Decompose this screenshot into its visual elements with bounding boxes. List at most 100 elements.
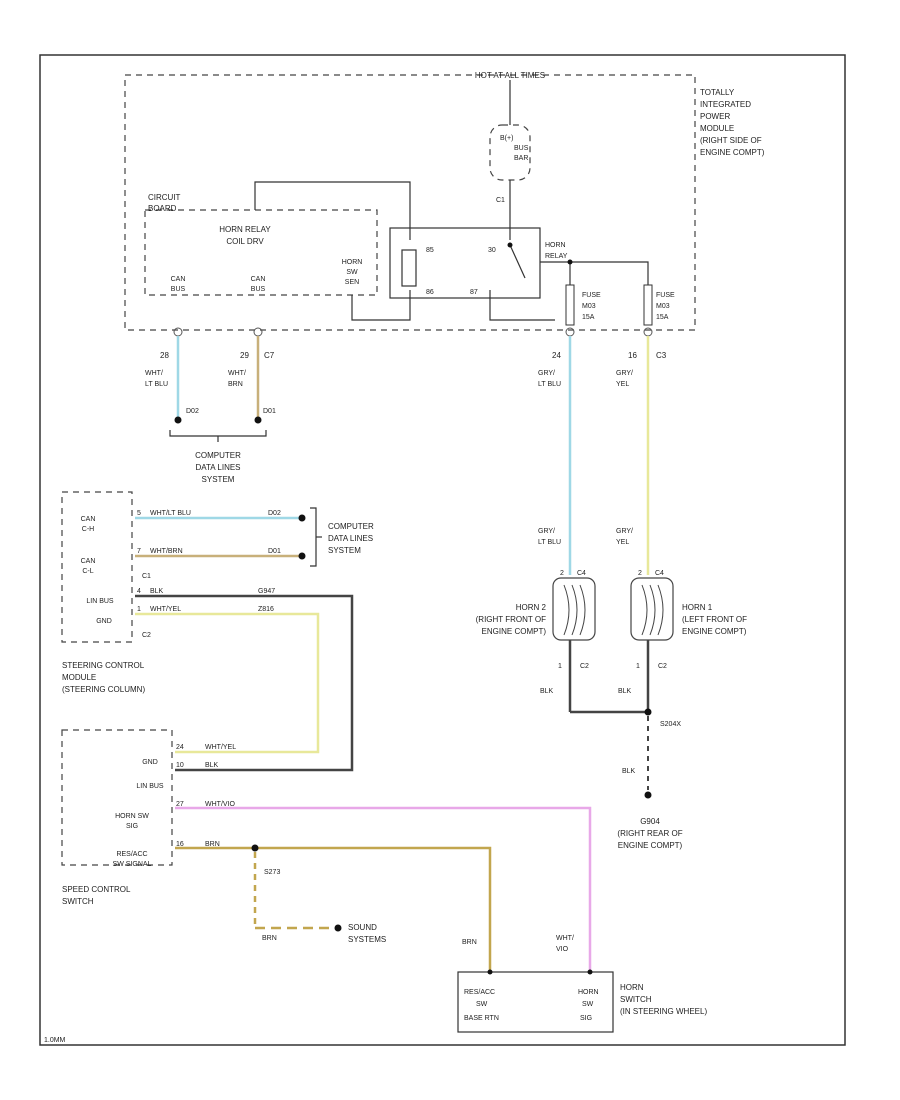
diagram-frame <box>39 54 846 1046</box>
scm-can-h-2: C-H <box>82 526 94 533</box>
horn-2-coil <box>563 584 586 636</box>
fuse-left-junction <box>567 259 573 265</box>
scs-gnd: GND <box>142 759 158 766</box>
horn-switch-horn-terminal <box>587 969 593 975</box>
horn-switch-res-terminal <box>487 969 493 975</box>
horn2-pin: 2 <box>560 570 564 577</box>
can-l-label-1: CAN <box>251 276 266 283</box>
relay-pin-30: 30 <box>488 247 496 254</box>
horn-relay-label-1: HORN <box>545 242 566 249</box>
horn1-pin: 2 <box>638 570 642 577</box>
scm-w2-pin: 7 <box>137 548 141 555</box>
scm-w1-splice: D02 <box>268 510 281 517</box>
scs-dashed-box <box>61 729 173 866</box>
splice-s204x-label: S204X <box>660 721 681 728</box>
scs-horn-1: HORN SW <box>115 813 149 820</box>
scs-name-2: SWITCH <box>62 897 94 906</box>
busbar-label-3: BAR <box>514 155 528 162</box>
horn-relay-box <box>389 227 541 299</box>
scs-p-res: 16 <box>176 841 184 848</box>
c3-label: C3 <box>656 351 667 360</box>
fuse-right-label-1: FUSE <box>656 292 675 299</box>
horn-switch-box <box>457 971 614 1033</box>
scs-p-lin: 10 <box>176 762 184 769</box>
hs-name-2: SWITCH <box>620 995 652 1004</box>
c7-label: C7 <box>264 351 275 360</box>
h1-wire-b-1: GRY/ <box>616 528 633 535</box>
horn-sw-label-2: SW <box>346 269 358 276</box>
scm-gnd-wire <box>135 612 320 754</box>
scm-w1-pin: 5 <box>137 510 141 517</box>
busbar-label-2: BUS <box>514 145 529 152</box>
horn-sig-wire <box>175 806 592 970</box>
scm-w4-label: WHT/YEL <box>150 606 181 613</box>
splice-d02-label: D02 <box>186 408 199 415</box>
sound-wire: BRN <box>262 935 277 942</box>
horn-1 <box>630 577 674 641</box>
fuse-left-label-1: FUSE <box>582 292 601 299</box>
wire-brn-1: WHT/ <box>228 370 246 377</box>
wire-brn-2: BRN <box>228 381 243 388</box>
ipm-name-4: MODULE <box>700 124 734 133</box>
corner-code: 1.0MM <box>44 1037 66 1044</box>
splice-d01-label: D01 <box>263 408 276 415</box>
busbar-box <box>489 124 531 181</box>
splice-d01 <box>254 416 262 424</box>
horn-relay-coil-label-2: COIL DRV <box>226 237 264 246</box>
wire-lt-blu-2: LT BLU <box>145 381 168 388</box>
fuse-left-label-3: 15A <box>582 314 595 321</box>
horn-2-body <box>552 577 596 641</box>
relay-pin-86: 86 <box>426 289 434 296</box>
scm-w4-code: Z816 <box>258 606 274 613</box>
relay-output-bus <box>540 261 649 285</box>
horn2-wire-out: BLK <box>540 688 554 695</box>
scm-gnd: GND <box>96 618 112 625</box>
scm-lin-wire <box>135 594 354 772</box>
horn1-gnd-conn: C2 <box>658 663 667 670</box>
hs-name-3: (IN STEERING WHEEL) <box>620 1007 707 1016</box>
scm-w1-label: WHT/LT BLU <box>150 510 191 517</box>
coil-feed-wire <box>254 181 411 240</box>
pin-24-label: 24 <box>552 351 561 360</box>
ground-name-1: G904 <box>640 817 660 826</box>
scm-d02-dot <box>298 514 306 522</box>
scs-w-lin: BLK <box>205 762 219 769</box>
scm-w4-pin: 1 <box>137 606 141 613</box>
horn-sw-label-3: SEN <box>345 279 359 286</box>
h2-wire-b-2: LT BLU <box>538 539 561 546</box>
horn2-conn: C4 <box>577 570 586 577</box>
h1-wire-b-2: YEL <box>616 539 629 546</box>
scm-name-1: STEERING CONTROL <box>62 661 145 670</box>
scs-w-res: BRN <box>205 841 220 848</box>
scs-p-gnd: 24 <box>176 744 184 751</box>
pin-24-terminal <box>565 327 575 337</box>
pin-28-label: 28 <box>160 351 169 360</box>
scm-name-3: (STEERING COLUMN) <box>62 685 145 694</box>
horn2-name-3: ENGINE COMPT) <box>482 627 547 636</box>
horn1-conn: C4 <box>655 570 664 577</box>
scm-lin: LIN BUS <box>86 598 114 605</box>
splice-d02 <box>174 416 182 424</box>
relay-87-out <box>489 290 555 321</box>
fuse-right <box>643 284 653 326</box>
horn1-name-1: HORN 1 <box>682 603 713 612</box>
scm-w3-pin: 4 <box>137 588 141 595</box>
data-lines-bracket-mid <box>310 507 317 567</box>
fuse-left <box>565 284 575 326</box>
horn-sw-label-1: HORN <box>342 259 363 266</box>
splice-s204x <box>644 708 652 716</box>
horn-relay-label-2: RELAY <box>545 253 568 260</box>
horn2-name-2: (RIGHT FRONT OF <box>476 615 546 624</box>
scm-name-2: MODULE <box>62 673 96 682</box>
pin-29-label: 29 <box>240 351 249 360</box>
hs-name-1: HORN <box>620 983 644 992</box>
ipm-dashed-box <box>124 74 696 331</box>
pin-29-terminal <box>253 327 263 337</box>
h2-wire-b-1: GRY/ <box>538 528 555 535</box>
ipm-header: HOT AT ALL TIMES <box>475 71 545 80</box>
hs-wire-left: BRN <box>462 939 477 946</box>
cdl-top-3: SYSTEM <box>202 475 235 484</box>
horn2-name-1: HORN 2 <box>516 603 547 612</box>
ground-name-2: (RIGHT REAR OF <box>617 829 682 838</box>
fuse-left-label-2: M03 <box>582 303 596 310</box>
